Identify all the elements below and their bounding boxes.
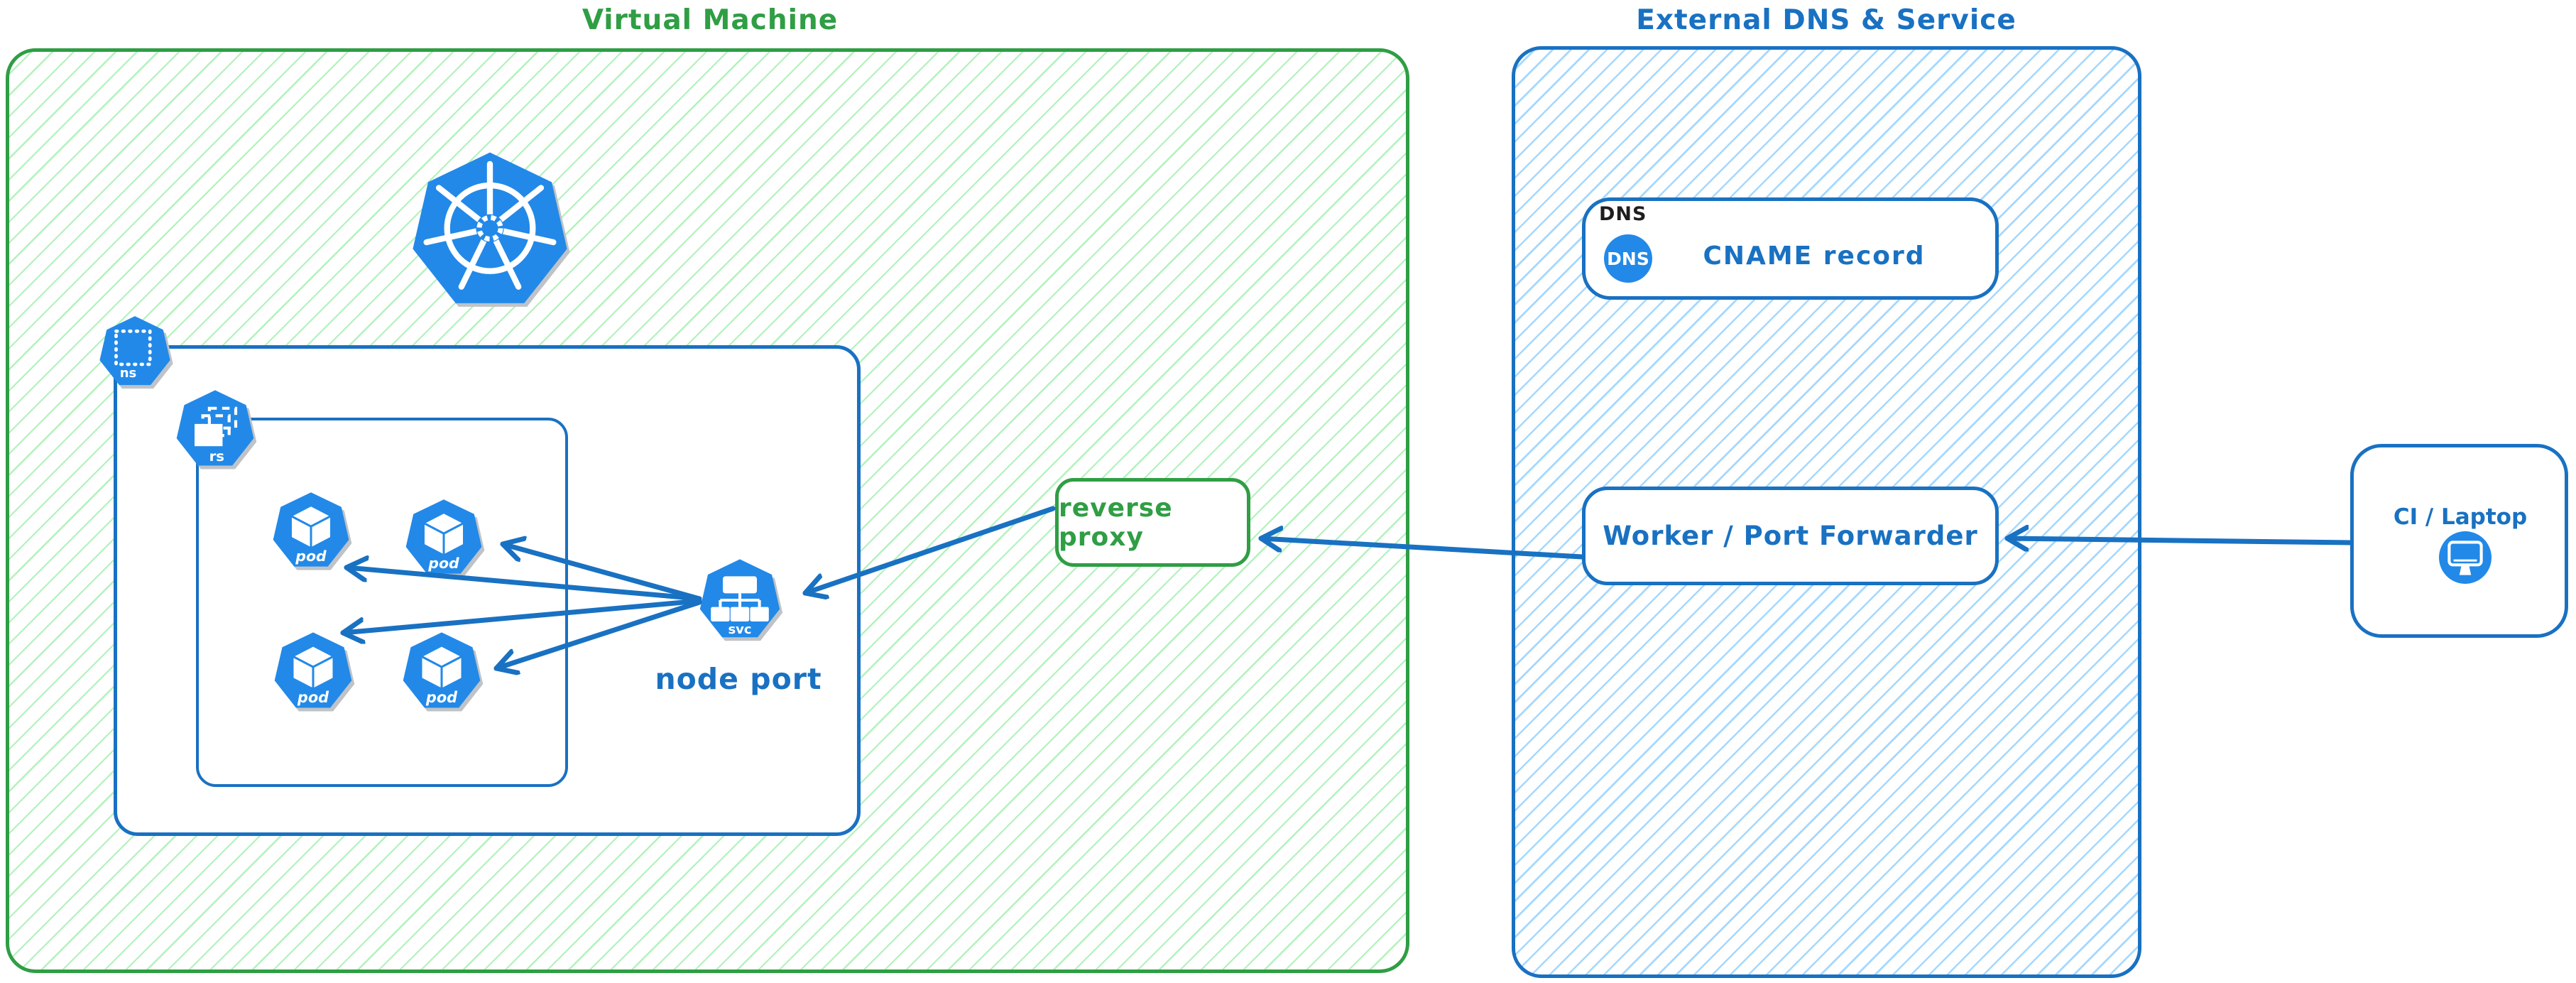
namespace-icon: ns — [99, 316, 170, 386]
dns-badge-label: DNS — [1607, 248, 1649, 269]
kubernetes-logo-icon — [413, 152, 567, 303]
reverse-proxy-box: reverse proxy — [1055, 478, 1250, 567]
monitor-icon — [2439, 531, 2492, 584]
pod-icon: pod — [403, 632, 481, 708]
reverse-proxy-label: reverse proxy — [1059, 493, 1173, 552]
service-icon-label: svc — [728, 622, 751, 637]
pod-icon: pod — [273, 492, 349, 567]
worker-card: Worker / Port Forwarder — [1582, 487, 1999, 585]
dns-card — [1582, 197, 1999, 300]
worker-label: Worker / Port Forwarder — [1603, 521, 1978, 551]
external-group-title: External DNS & Service — [1636, 4, 2016, 36]
pod-icon-label: pod — [427, 555, 459, 572]
replicaset-icon-label: rs — [209, 448, 224, 465]
pod-icon-label: pod — [425, 689, 458, 706]
namespace-icon-label: ns — [120, 366, 137, 381]
replicaset-box — [196, 418, 568, 787]
node-port-label: node port — [655, 662, 822, 696]
cname-record-label: CNAME record — [1703, 241, 1926, 271]
replicaset-icon: rs — [176, 390, 254, 466]
service-icon: svc — [699, 559, 780, 638]
pod-icon: pod — [405, 499, 482, 574]
pod-icon: pod — [274, 632, 352, 708]
pod-icon-label: pod — [297, 689, 329, 706]
pod-icon-label: pod — [295, 548, 327, 565]
ci-laptop-label: CI / Laptop — [2393, 504, 2528, 530]
dns-corner-label: DNS — [1599, 203, 1647, 225]
dns-badge-icon: DNS — [1604, 234, 1652, 283]
vm-group-title: Virtual Machine — [582, 4, 839, 36]
